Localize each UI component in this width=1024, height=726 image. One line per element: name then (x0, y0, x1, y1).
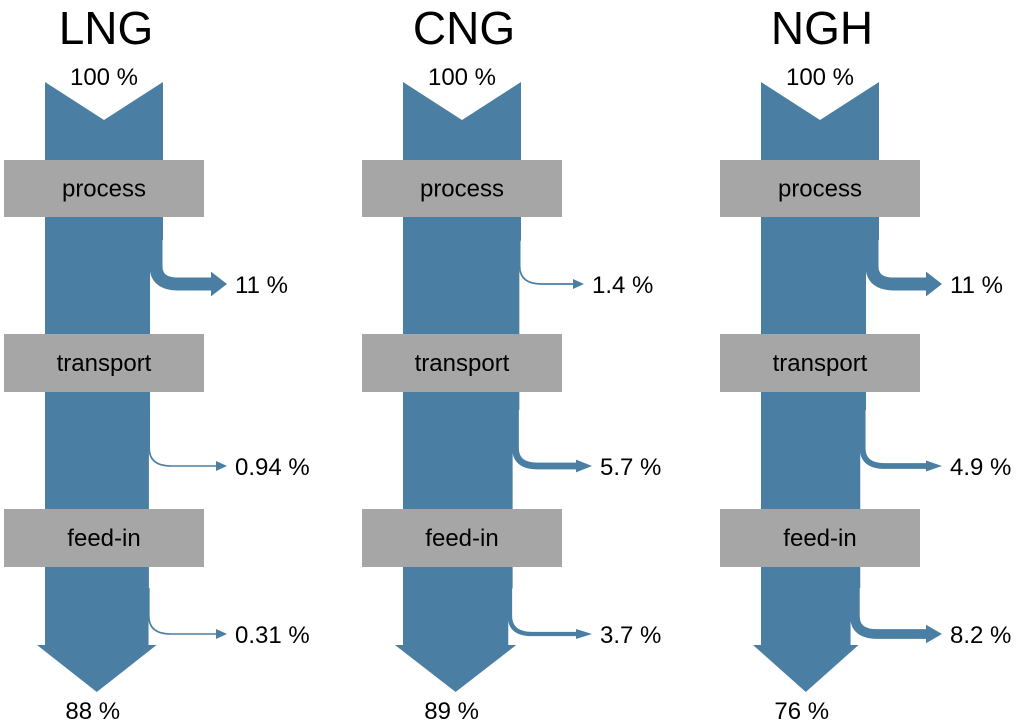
stage-box-cng-transport (362, 334, 562, 392)
stage-label-ngh-transport: transport (773, 350, 868, 377)
loss-branch-lng-feed-in (148, 588, 216, 635)
stage-box-lng-process (4, 160, 204, 217)
loss-arrowhead-lng-feed-in (216, 629, 227, 639)
loss-label-lng-process: 11 % (235, 272, 288, 299)
stage-label-cng-process: process (420, 176, 504, 203)
stage-box-ngh-process (720, 160, 920, 217)
loss-arrowhead-ngh-feed-in (926, 624, 942, 644)
loss-label-cng-feed-in: 3.7 % (600, 622, 661, 649)
stage-box-lng-transport (4, 334, 204, 392)
loss-branch-cng-feed-in (507, 588, 576, 637)
column-title: NGH (771, 2, 873, 54)
stage-label-ngh-process: process (778, 176, 862, 203)
stage-label-cng-feed-in: feed-in (425, 525, 498, 552)
loss-branch-cng-process (518, 240, 573, 285)
column-title: CNG (413, 2, 515, 54)
loss-branch-lng-process (149, 240, 211, 291)
loss-label-cng-transport: 5.7 % (600, 454, 661, 481)
input-label: 100 % (428, 64, 496, 91)
loss-arrowhead-lng-process (211, 271, 227, 297)
stage-label-ngh-feed-in: feed-in (783, 525, 856, 552)
input-label: 100 % (786, 64, 854, 91)
loss-branch-lng-transport (148, 410, 216, 467)
loss-branch-ngh-feed-in (850, 588, 926, 639)
loss-label-cng-process: 1.4 % (592, 272, 653, 299)
stage-box-lng-feed-in (4, 509, 204, 567)
loss-arrowhead-cng-feed-in (576, 629, 592, 639)
stage-label-lng-feed-in: feed-in (67, 525, 140, 552)
stage-label-cng-transport: transport (415, 350, 510, 377)
input-label: 100 % (70, 64, 138, 91)
stage-box-ngh-feed-in (720, 509, 920, 567)
loss-label-ngh-process: 11 % (950, 272, 1003, 299)
output-label: 88 % (65, 698, 120, 725)
output-label: 76 % (774, 698, 829, 725)
stage-box-cng-process (362, 160, 562, 217)
loss-label-ngh-feed-in: 8.2 % (950, 622, 1011, 649)
loss-arrowhead-ngh-process (926, 271, 942, 297)
loss-branch-ngh-process (865, 240, 926, 291)
loss-arrowhead-cng-process (573, 279, 584, 289)
loss-label-lng-transport: 0.94 % (235, 454, 310, 481)
stage-label-lng-transport: transport (57, 350, 152, 377)
output-label: 89 % (424, 698, 479, 725)
stage-box-ngh-transport (720, 334, 920, 392)
stage-box-cng-feed-in (362, 509, 562, 567)
loss-branch-ngh-transport (859, 410, 926, 469)
stage-label-lng-process: process (62, 176, 146, 203)
loss-label-lng-feed-in: 0.31 % (235, 622, 310, 649)
loss-arrowhead-cng-transport (576, 459, 592, 473)
loss-branch-cng-transport (512, 410, 576, 470)
loss-arrowhead-lng-transport (216, 461, 227, 471)
loss-label-ngh-transport: 4.9 % (950, 454, 1011, 481)
loss-arrowhead-ngh-transport (926, 460, 942, 472)
column-title: LNG (59, 2, 154, 54)
